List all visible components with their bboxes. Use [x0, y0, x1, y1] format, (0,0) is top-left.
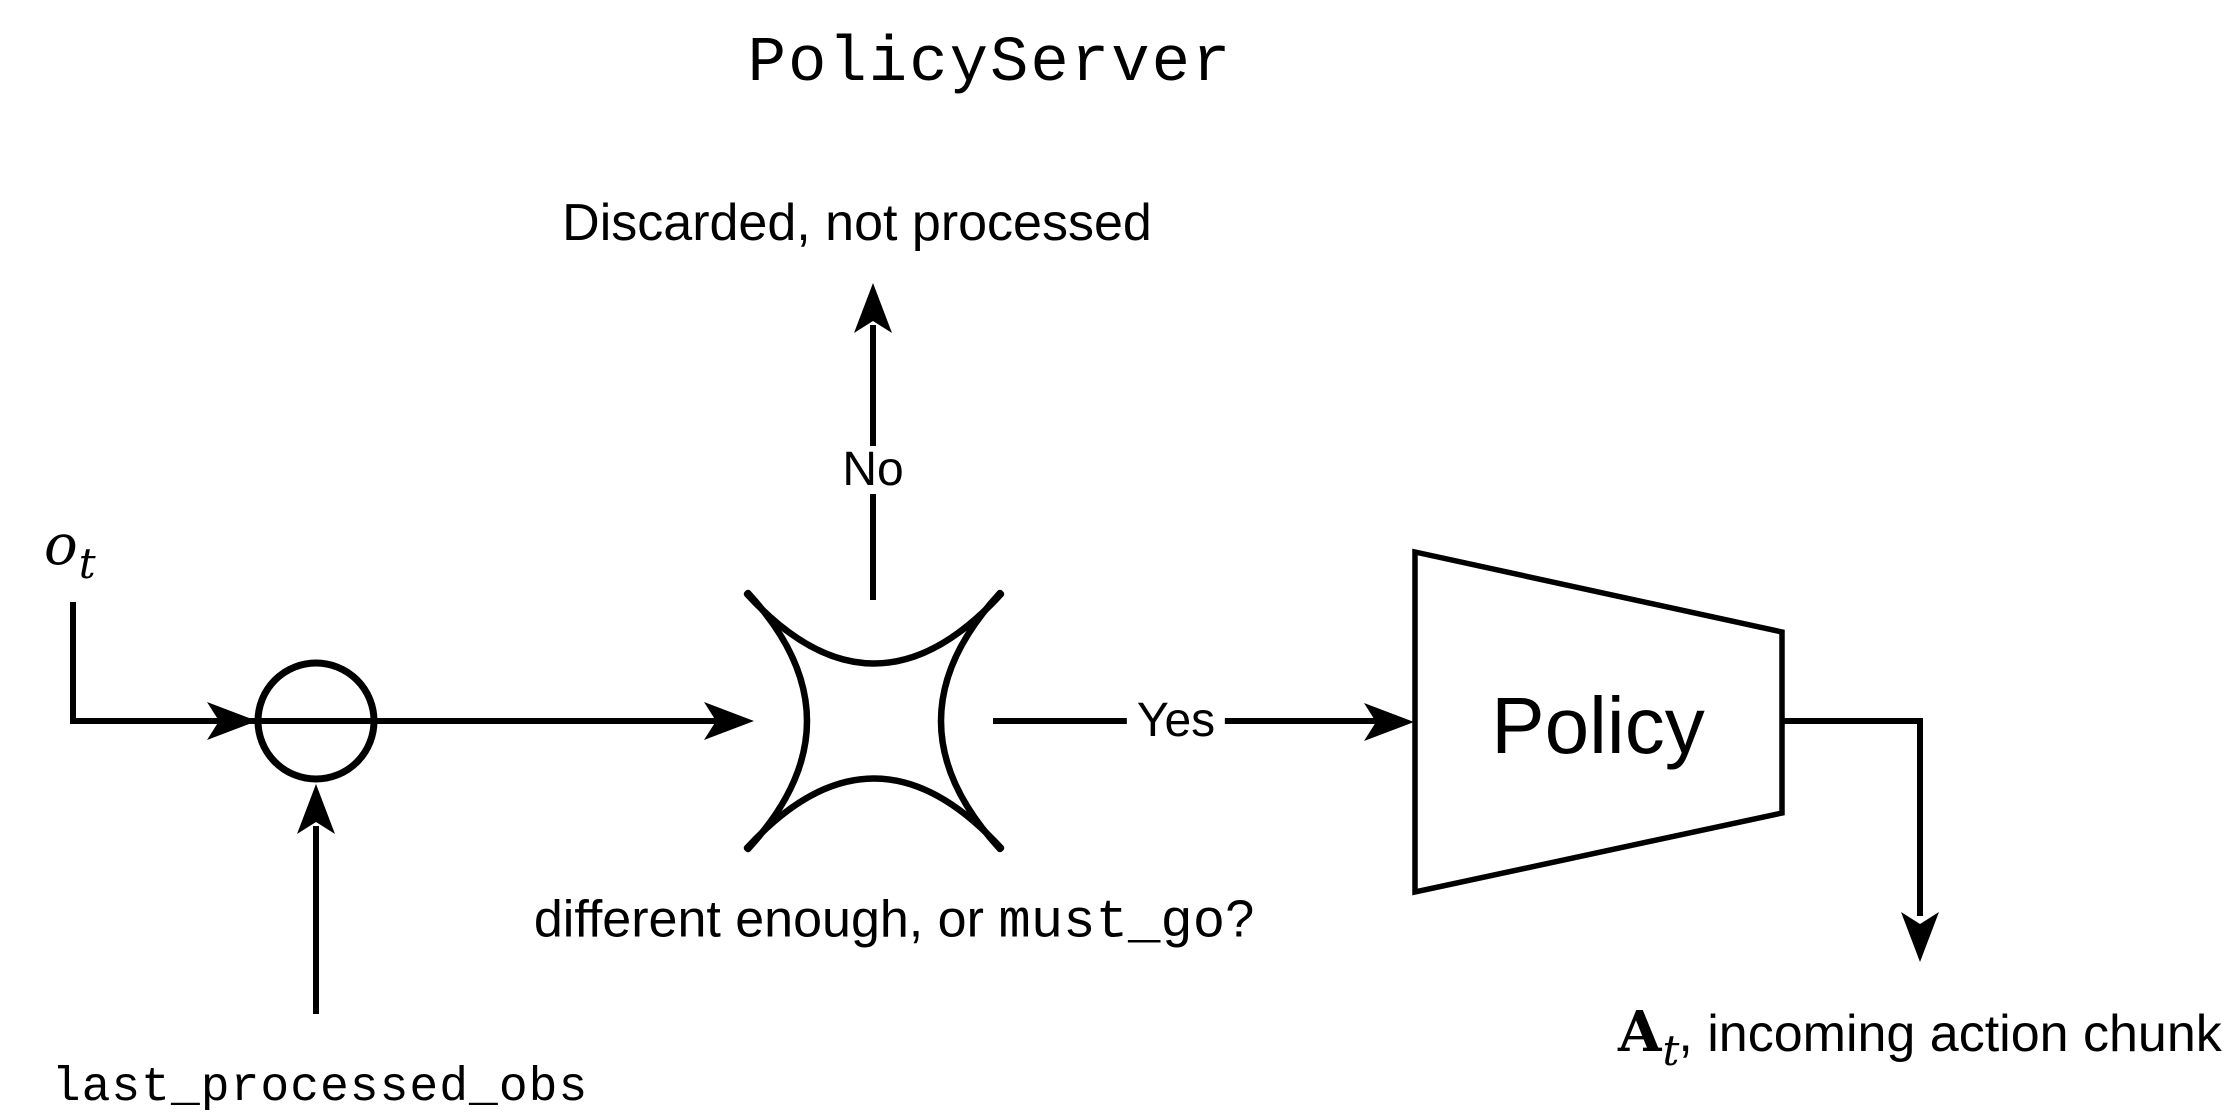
action-symbol: A [1618, 999, 1662, 1065]
discarded-label: Discarded, not processed [562, 194, 1152, 252]
action-output-line [1782, 718, 1923, 916]
decision-question-label: different enough, or must_go? [534, 894, 1254, 951]
decision-question-prefix: different enough, or [533, 890, 999, 949]
diagram-title: PolicyServer [747, 28, 1233, 100]
decision-star [743, 589, 1005, 853]
yes-branch-label: Yes [1126, 697, 1226, 745]
policy-trapezoid [1412, 548, 1785, 896]
arrowhead-discard-up [854, 283, 892, 333]
observation-subscript: t [78, 539, 96, 588]
arrowhead-action-down [1901, 912, 1939, 962]
decision-question-suffix: ? [1225, 890, 1255, 949]
arrowhead-up-into-circle [297, 784, 335, 834]
action-chunk-label: At, incoming action chunk [1618, 1004, 2222, 1072]
arrowhead-into-circle [207, 702, 257, 740]
comparison-circle [254, 659, 378, 783]
policy-label: Policy [1491, 681, 1705, 770]
arrowhead-into-policy [1364, 703, 1414, 741]
obs-input-line [70, 602, 716, 724]
observation-label: ot [44, 518, 96, 585]
last-processed-obs-label: last_processed_obs [51, 1061, 589, 1115]
decision-question-code: must_go [998, 892, 1226, 954]
action-suffix: , incoming action chunk [1678, 1005, 2222, 1063]
arrowhead-into-star [704, 702, 754, 740]
no-branch-label: No [832, 446, 914, 494]
action-subscript: t [1662, 1026, 1680, 1075]
observation-symbol: o [44, 513, 78, 578]
